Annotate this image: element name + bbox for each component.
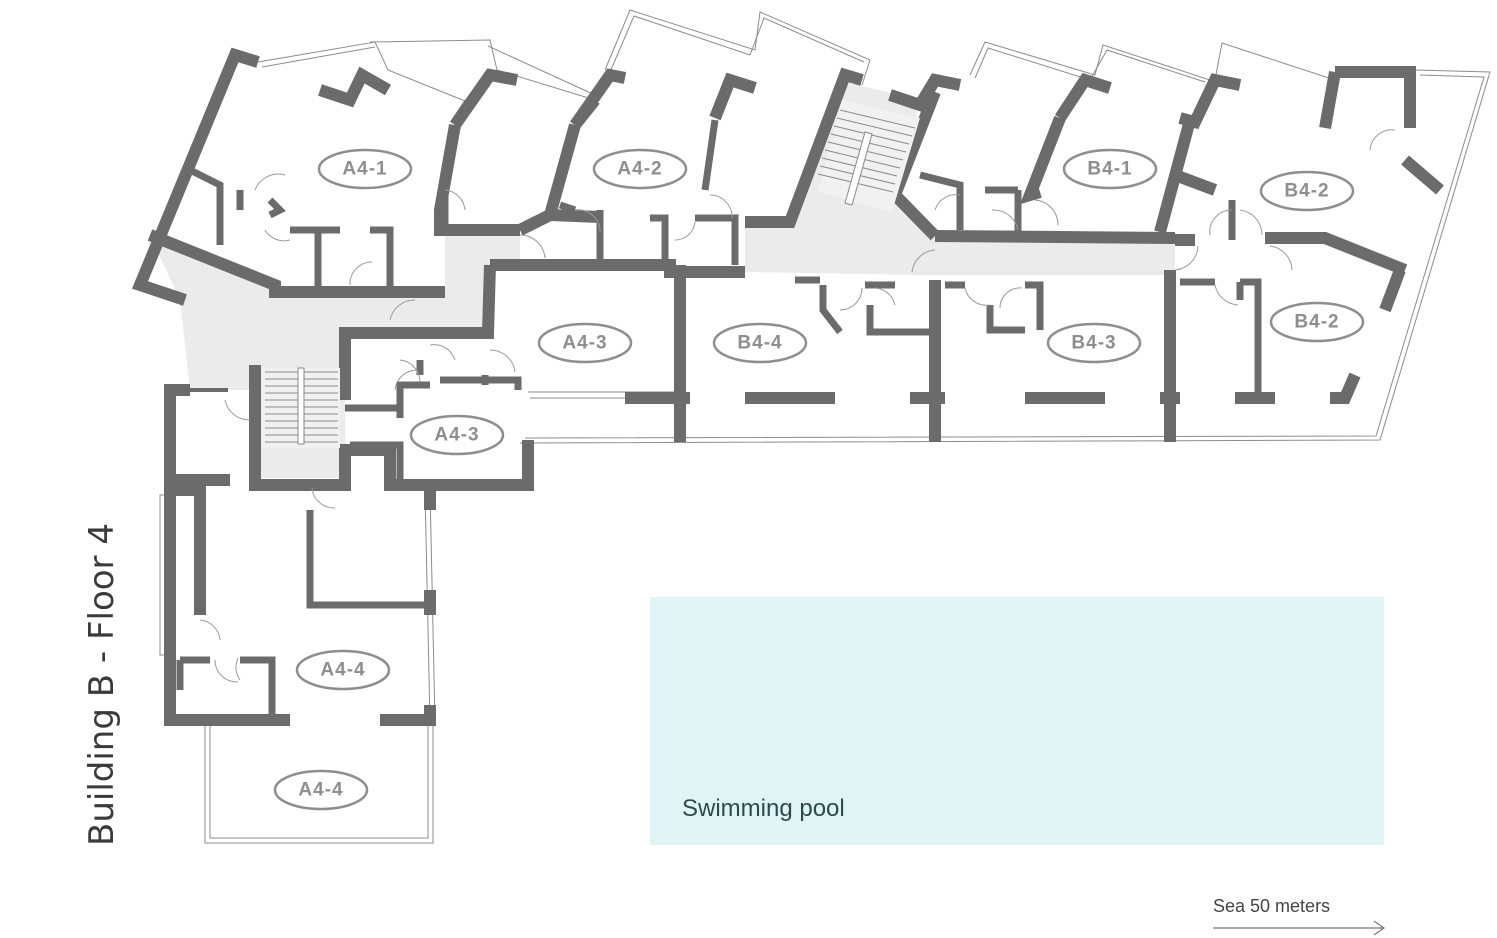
unit-b4-2-top[interactable]: B4-2	[1259, 170, 1355, 212]
unit-a4-3-small[interactable]: A4-3	[409, 414, 505, 456]
unit-b4-2-bottom[interactable]: B4-2	[1269, 301, 1365, 343]
unit-label-a4-4-main: A4-4	[320, 660, 365, 681]
unit-a4-1[interactable]: A4-1	[317, 148, 413, 190]
unit-label-a4-2: A4-2	[617, 159, 662, 180]
unit-label-a4-4-terrace: A4-4	[298, 780, 343, 801]
unit-a4-4-main[interactable]: A4-4	[295, 649, 391, 691]
unit-b4-1[interactable]: B4-1	[1062, 148, 1158, 190]
unit-label-a4-3-main: A4-3	[562, 333, 607, 354]
doors	[199, 129, 1396, 683]
unit-label-b4-2-top: B4-2	[1284, 181, 1329, 202]
building-title: Building B - Floor 4	[82, 523, 122, 846]
unit-b4-4[interactable]: B4-4	[712, 322, 808, 364]
unit-labels: A4-1 A4-2 B4-1 B4-2 A4-3 B4-4 B4-3 B4-2	[273, 148, 1365, 811]
unit-label-a4-1: A4-1	[342, 159, 387, 180]
unit-label-b4-4: B4-4	[737, 333, 782, 354]
sea-label: Sea 50 meters	[1213, 896, 1330, 916]
stairs-central	[817, 100, 920, 212]
unit-label-a4-3-small: A4-3	[434, 425, 479, 446]
sea-arrow-icon	[1213, 920, 1386, 936]
stairs-west	[262, 367, 340, 448]
unit-a4-4-terrace[interactable]: A4-4	[273, 769, 369, 811]
swimming-pool: Swimming pool	[650, 597, 1384, 845]
unit-a4-3-main[interactable]: A4-3	[537, 322, 633, 364]
unit-label-b4-2-bottom: B4-2	[1294, 312, 1339, 333]
interior-walls	[170, 119, 1262, 718]
sea-direction: Sea 50 meters	[1213, 896, 1386, 936]
exterior-walls	[131, 47, 1444, 726]
unit-a4-2[interactable]: A4-2	[592, 148, 688, 190]
unit-b4-3[interactable]: B4-3	[1046, 322, 1142, 364]
unit-label-b4-3: B4-3	[1071, 333, 1116, 354]
pool-label: Swimming pool	[682, 795, 845, 822]
balconies	[159, 9, 1491, 844]
unit-label-b4-1: B4-1	[1087, 159, 1132, 180]
